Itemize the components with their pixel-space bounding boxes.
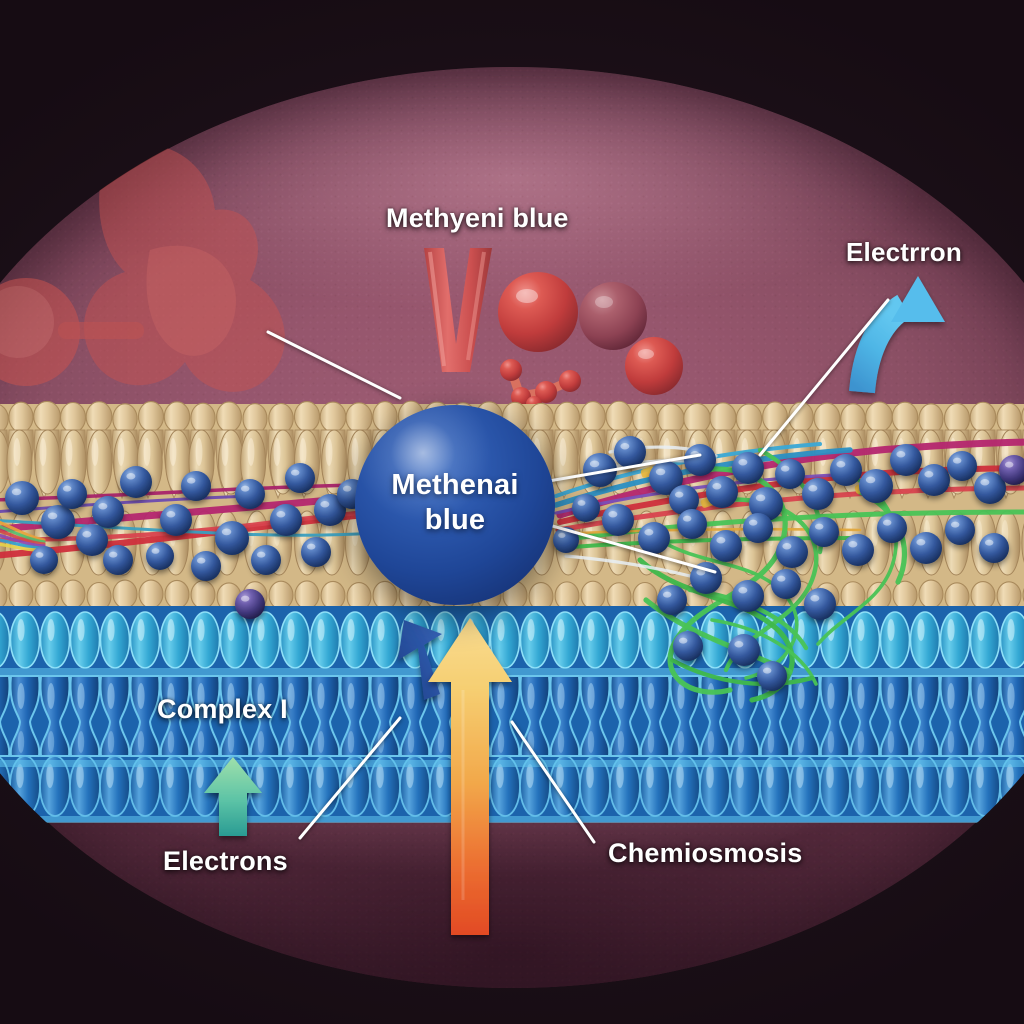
leader-lines [266,298,890,844]
chemiosmosis-label: Chemiosmosis [608,838,803,868]
sphere-label-line1: Methenai [391,469,519,502]
sphere-label: Methenai blue [355,468,555,539]
sphere-label-line2: blue [424,504,486,537]
electrons-label: Electrons [163,846,288,876]
electron-carrier-nodes [5,436,1024,691]
leader-complex [298,716,402,840]
complex-one-label: Complex I [157,694,288,724]
leader-electron [758,298,890,457]
electron-flow-arrow [849,276,945,394]
red-molecule-spheres [498,272,683,395]
methylene-blue-molecule: Methenai blue [355,405,555,605]
electrons-arrow [204,757,262,836]
leader-top-label [266,330,402,400]
chemiosmosis-proton-flow [428,618,512,935]
red-blood-cell-cluster [0,143,285,392]
inner-mitochondrial-membrane [0,606,1024,823]
top-label-methylene-blue: Methyeni blue [386,203,569,233]
leader-chemiosmosis [510,720,596,844]
electron-label: Electrron [846,237,962,267]
red-v-channel [424,248,492,372]
